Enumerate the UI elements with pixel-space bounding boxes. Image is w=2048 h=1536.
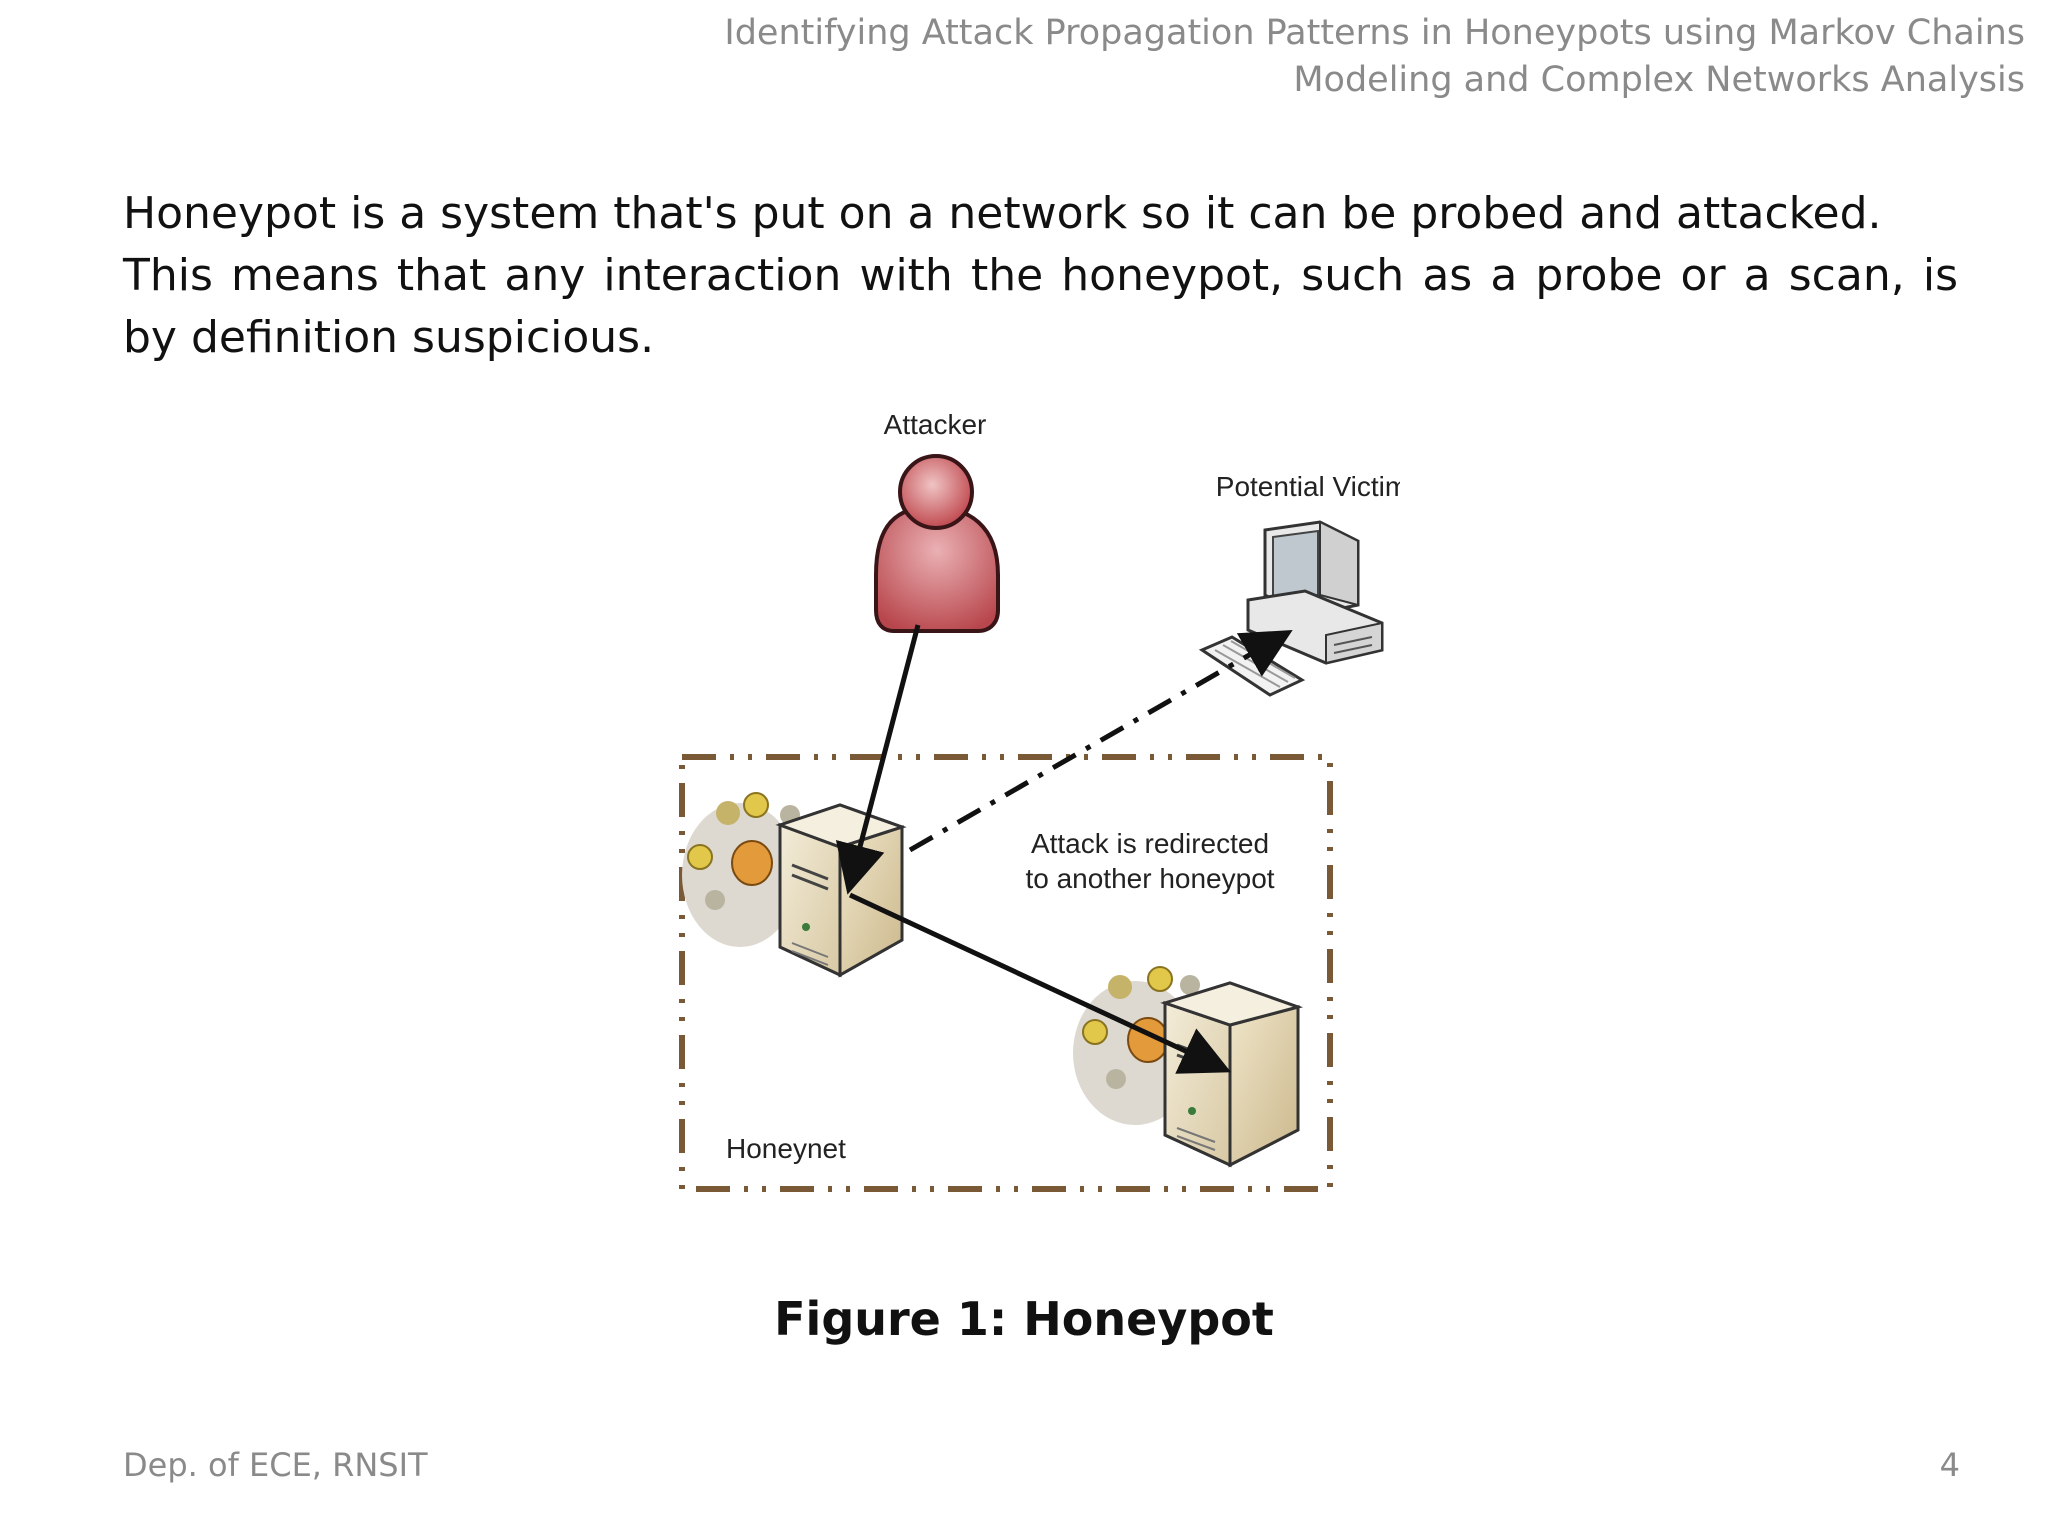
probe-arrow-dashed — [908, 630, 1293, 853]
redirect-arrow — [848, 892, 1232, 1074]
honeynet-boundary — [679, 754, 1333, 1192]
attacker-person-icon — [874, 454, 1000, 633]
body-paragraph-2: This means that any interaction with the… — [123, 250, 1958, 363]
attack-arrow — [835, 624, 921, 895]
honeynet-label: Honeynet — [726, 1133, 846, 1164]
figure-caption: Figure 1: Honeypot — [774, 1292, 1274, 1346]
attacker-label: Attacker — [884, 409, 987, 440]
honeypot-diagram: Attacker Potential Victim Attack is redi… — [640, 395, 1400, 1245]
header-title-line-1: Identifying Attack Propagation Patterns … — [724, 13, 2025, 53]
redirect-label-line-1: Attack is redirected — [1031, 828, 1269, 859]
redirect-label-line-2: to another honeypot — [1025, 863, 1274, 894]
body-paragraph-1: Honeypot is a system that's put on a net… — [123, 188, 1882, 239]
desktop-computer-icon — [1198, 520, 1384, 697]
slide-header-title: Identifying Attack Propagation Patterns … — [625, 10, 2025, 104]
potential-victim-label: Potential Victim — [1216, 471, 1400, 502]
header-title-line-2: Modeling and Complex Networks Analysis — [1293, 60, 2025, 100]
slide-body-text: Honeypot is a system that's put on a net… — [123, 183, 1958, 369]
footer-department: Dep. of ECE, RNSIT — [123, 1446, 428, 1484]
page-number: 4 — [1939, 1446, 1960, 1484]
honeypot-server-icon — [1073, 966, 1304, 1168]
